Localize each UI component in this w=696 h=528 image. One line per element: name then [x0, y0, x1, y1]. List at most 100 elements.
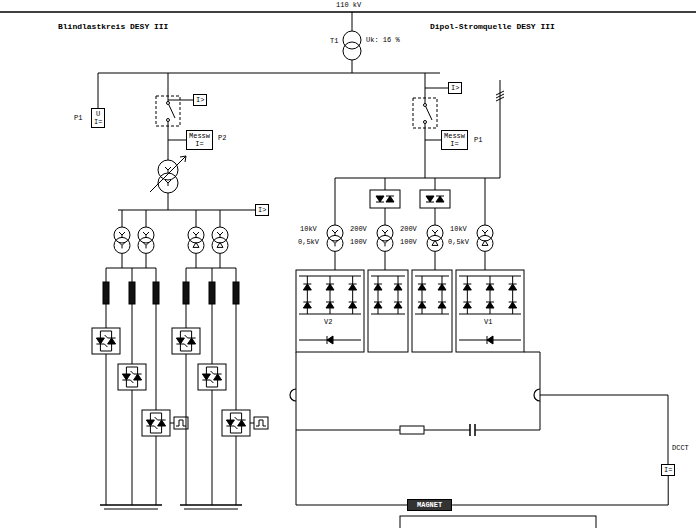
- wire: [234, 426, 237, 429]
- diode-symbol: [509, 302, 517, 308]
- wire: [418, 302, 426, 303]
- diode-symbol: [188, 338, 196, 344]
- wire: [132, 268, 133, 282]
- wire: [186, 268, 187, 282]
- diode-symbol: [202, 374, 210, 380]
- wire: [415, 314, 449, 315]
- wire: [435, 178, 436, 190]
- component-label: V2: [324, 318, 332, 326]
- wire: [435, 208, 436, 225]
- wire: [150, 413, 161, 414]
- wire: [180, 331, 191, 332]
- wire: [100, 331, 111, 332]
- reactor-coil: [183, 282, 189, 304]
- diode-symbol: [326, 302, 334, 308]
- wye-symbol: [143, 242, 149, 248]
- wire: [394, 284, 402, 285]
- wire: [463, 284, 471, 285]
- wire: [524, 352, 540, 430]
- reactor-coil: [129, 282, 135, 304]
- wire: [485, 178, 486, 225]
- diode-symbol: [463, 284, 471, 290]
- instrument-box: MesswI=: [186, 130, 213, 150]
- wire: [500, 80, 501, 178]
- transformer-winding: [477, 225, 493, 241]
- wye-symbol: [482, 230, 488, 236]
- diode-symbol: [238, 420, 246, 426]
- connector-wire: [452, 476, 668, 505]
- wire: [415, 276, 449, 277]
- wire: [130, 380, 133, 383]
- wire: [496, 97, 504, 101]
- transformer-winding: [138, 237, 154, 253]
- diode-symbol: [486, 302, 494, 308]
- wire: [212, 304, 213, 364]
- box-text: I=: [664, 466, 672, 474]
- wire: [374, 284, 382, 285]
- diode-symbol: [349, 284, 357, 290]
- wire: [154, 426, 157, 429]
- current-transformer: [534, 389, 540, 401]
- component-label: P2: [218, 134, 226, 142]
- wire: [118, 209, 255, 210]
- diode-symbol: [327, 336, 333, 344]
- wire: [146, 426, 154, 427]
- wire: [418, 284, 426, 285]
- wire: [131, 371, 134, 374]
- instrument-box: I=: [661, 464, 675, 476]
- transformer-winding: [377, 235, 393, 251]
- wire: [184, 344, 187, 347]
- wire: [250, 423, 254, 424]
- transformer-winding: [343, 42, 361, 60]
- wye-symbol: [119, 232, 125, 238]
- diode-symbol: [303, 284, 311, 290]
- switch-contact: [167, 119, 170, 122]
- diode-symbol: [374, 302, 382, 308]
- wye-symbol: [193, 232, 199, 238]
- wire: [509, 284, 517, 285]
- wire: [100, 504, 162, 506]
- box-text: I>: [196, 96, 204, 104]
- wire: [436, 196, 444, 197]
- wire: [146, 253, 147, 268]
- diode-symbol: [376, 196, 384, 202]
- wire: [385, 178, 386, 190]
- transformer-winding: [212, 237, 228, 253]
- wire: [186, 304, 187, 328]
- wire: [349, 284, 357, 285]
- wire: [126, 367, 137, 368]
- wire: [376, 202, 384, 203]
- diode-symbol: [146, 420, 154, 426]
- wire: [100, 351, 111, 352]
- wire: [184, 509, 238, 510]
- wire: [485, 251, 486, 270]
- wire: [96, 344, 104, 345]
- transformer-winding: [327, 225, 343, 241]
- wye-symbol: [332, 240, 338, 246]
- diode-symbol: [134, 374, 142, 380]
- wire: [188, 338, 196, 339]
- wire: [168, 193, 169, 210]
- wire: [236, 436, 237, 505]
- transformer-winding: [188, 227, 204, 243]
- wire: [122, 210, 123, 227]
- wire: [168, 100, 193, 101]
- wire: [206, 387, 217, 388]
- wire: [155, 417, 158, 420]
- diode-symbol: [158, 420, 166, 426]
- wire: [425, 88, 448, 89]
- thyristor-module: [198, 364, 226, 390]
- wire: [106, 268, 107, 282]
- pulse-symbol: [176, 420, 186, 426]
- wire: [146, 210, 147, 227]
- wire: [185, 335, 188, 338]
- wire: [303, 302, 311, 303]
- wire: [463, 302, 471, 303]
- wire: [212, 390, 213, 505]
- box-text: I>: [451, 84, 459, 92]
- transformer-winding: [427, 235, 443, 251]
- thyristor-module: [92, 328, 120, 354]
- wire: [469, 424, 471, 436]
- diode-symbol: [108, 338, 116, 344]
